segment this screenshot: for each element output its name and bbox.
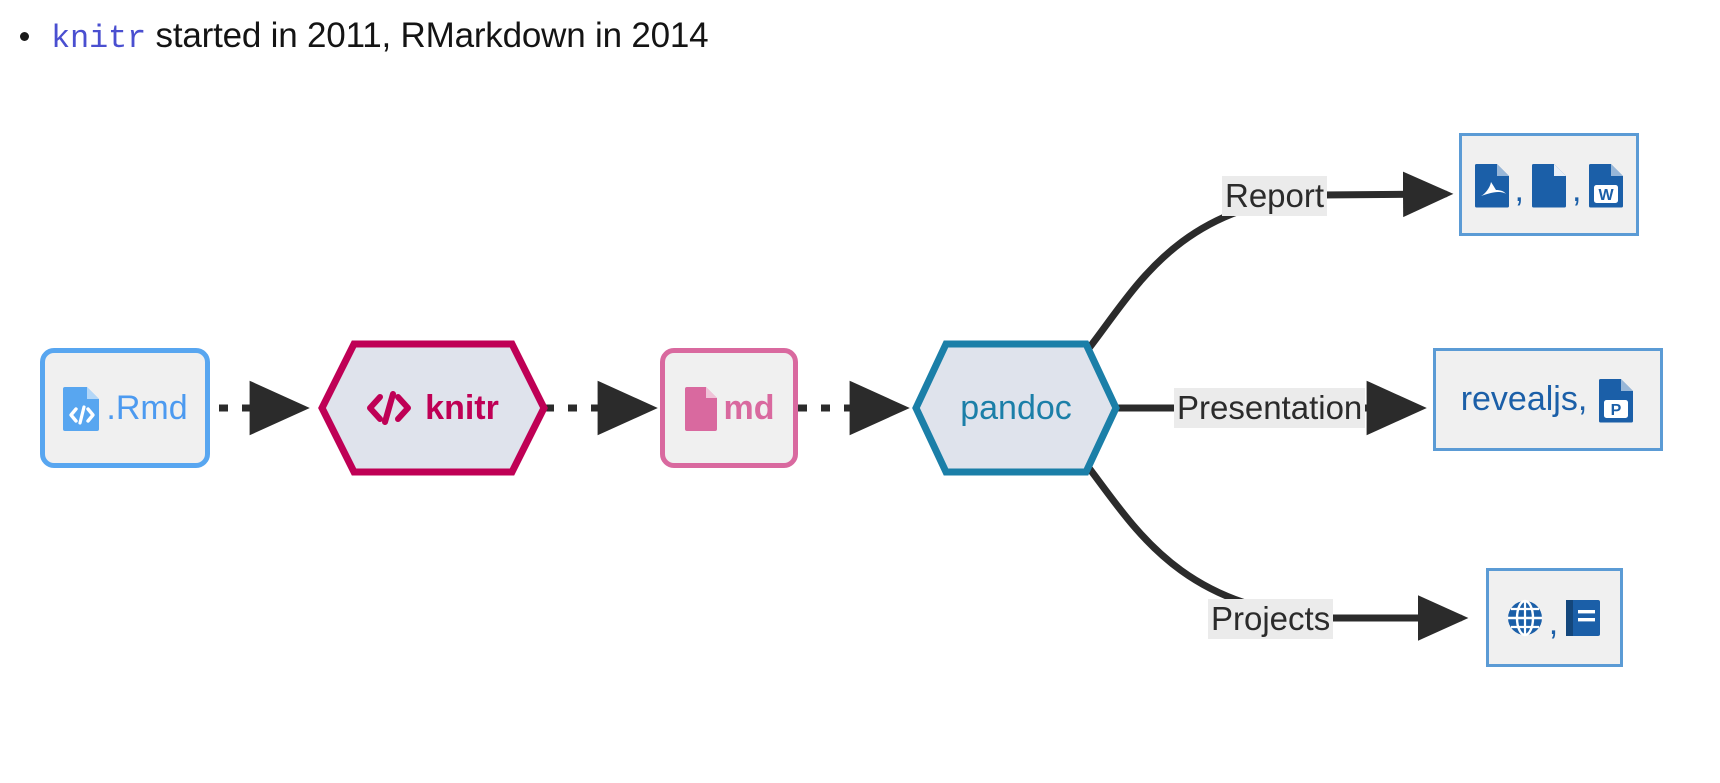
svg-text:W: W bbox=[1599, 187, 1615, 204]
node-md-label: md bbox=[723, 388, 775, 427]
node-projects-outputs[interactable]: , bbox=[1486, 568, 1623, 667]
edge-label-report: Report bbox=[1222, 176, 1328, 216]
inline-code-knitr: knitr bbox=[51, 19, 147, 57]
node-knitr[interactable]: knitr bbox=[318, 340, 548, 476]
presentation-icon-row: revealjs, P bbox=[1461, 377, 1636, 423]
svg-text:P: P bbox=[1611, 402, 1622, 419]
node-rmd[interactable]: .Rmd bbox=[40, 348, 210, 468]
node-pandoc-label: pandoc bbox=[960, 388, 1072, 427]
edge-pandoc-to-report bbox=[1082, 171, 1454, 356]
pandoc-hexagon-shape bbox=[912, 340, 1120, 476]
report-icon-row: , , W bbox=[1473, 162, 1626, 209]
node-knitr-label: knitr bbox=[425, 388, 499, 427]
file-html-icon bbox=[1532, 163, 1566, 207]
node-rmd-label: .Rmd bbox=[106, 388, 188, 427]
file-pdf-icon bbox=[1474, 163, 1509, 207]
projects-icon-row: , bbox=[1505, 597, 1604, 642]
node-report-outputs[interactable]: , , W bbox=[1459, 133, 1639, 236]
node-revealjs-label: revealjs, bbox=[1460, 380, 1588, 418]
code-brackets-icon bbox=[367, 391, 412, 425]
md-icon-row: md bbox=[684, 385, 775, 431]
edge-pandoc-to-projects bbox=[1082, 460, 1469, 641]
knitr-label-row: knitr bbox=[318, 340, 548, 476]
bullet-marker-icon bbox=[20, 31, 29, 41]
bullet-list-item: knitr started in 2011, RMarkdown in 2014 bbox=[0, 8, 1700, 64]
edge-label-presentation: Presentation bbox=[1174, 388, 1366, 428]
pandoc-label-row: pandoc bbox=[912, 340, 1120, 476]
knitr-hexagon-shape bbox=[318, 340, 548, 476]
bullet-text-rest: started in 2011, RMarkdown in 2014 bbox=[146, 15, 709, 55]
separator-comma-1: , bbox=[1514, 171, 1524, 209]
node-md[interactable]: md bbox=[660, 348, 798, 468]
file-icon bbox=[684, 387, 717, 431]
file-powerpoint-icon: P bbox=[1599, 378, 1634, 422]
rmd-icon-row: .Rmd bbox=[62, 385, 188, 431]
file-word-icon: W bbox=[1589, 163, 1624, 207]
separator-comma-2: , bbox=[1572, 171, 1582, 209]
edge-label-projects: Projects bbox=[1208, 599, 1334, 639]
separator-comma-3: , bbox=[1548, 604, 1559, 642]
book-icon bbox=[1566, 599, 1601, 636]
node-pandoc[interactable]: pandoc bbox=[912, 340, 1120, 476]
file-code-icon bbox=[63, 387, 100, 431]
globe-icon bbox=[1507, 599, 1542, 636]
bullet-text: knitr started in 2011, RMarkdown in 2014 bbox=[51, 15, 709, 57]
node-presentation-outputs[interactable]: revealjs, P bbox=[1433, 348, 1663, 451]
